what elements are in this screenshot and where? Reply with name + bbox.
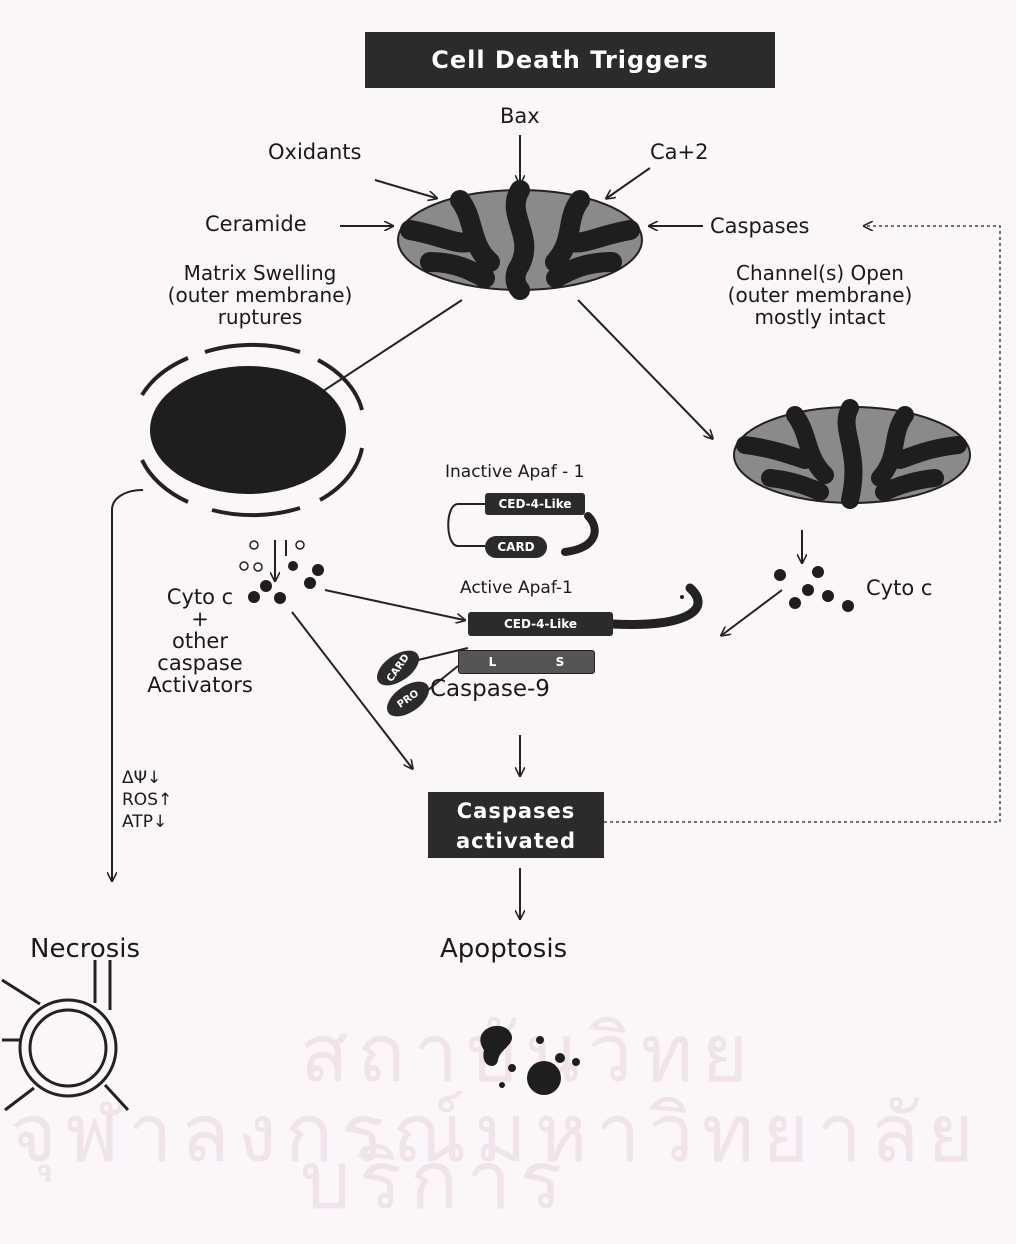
trigger-calcium: Ca+2 [650, 142, 709, 163]
cyto-c-left-line5: Activators [120, 674, 280, 696]
necrotic-cell-icon [2, 960, 128, 1110]
marker-psi: ΔΨ↓ [122, 770, 161, 787]
mitochondrion-swollen [142, 345, 362, 515]
mitochondrion-intact [398, 190, 642, 290]
cyto-c-left-line1: Cyto c [120, 586, 280, 608]
cyto-c-left-label: Cyto c + other caspase Activators [120, 586, 280, 696]
active-apaf-hook [612, 588, 698, 625]
casp9-s: S [556, 655, 565, 669]
arrow-cytoc-to-apaf [325, 590, 464, 620]
caspases-activated-box: Caspases activated [428, 792, 604, 858]
inactive-apaf-hook [565, 516, 595, 552]
calcium-arrow [607, 168, 650, 198]
active-ced4-box: CED-4-Like [468, 612, 613, 636]
outcome-apoptosis: Apoptosis [440, 936, 567, 962]
apoptotic-bodies-icon [480, 1026, 580, 1095]
right-branch-line3: mostly intact [670, 306, 970, 328]
inactive-card-box: CARD [485, 536, 547, 558]
trigger-caspases: Caspases [710, 216, 809, 237]
mitochondrion-right [734, 407, 970, 503]
trigger-bax: Bax [500, 106, 540, 127]
caspase9-label: Caspase-9 [430, 678, 550, 701]
arrow-cytoc-to-caspases [292, 612, 412, 768]
outcome-necrosis: Necrosis [30, 936, 140, 962]
cyto-c-left-line4: caspase [120, 652, 280, 674]
trigger-ceramide: Ceramide [205, 214, 307, 235]
right-branch-line2: outer membrane [735, 283, 904, 307]
trigger-oxidants: Oxidants [268, 142, 361, 163]
caspases-activated-line2: activated [428, 826, 604, 856]
left-branch-line3: ruptures [110, 306, 410, 328]
cyto-c-particles-right [774, 566, 854, 612]
left-branch-line1: Matrix Swelling [110, 262, 410, 284]
title-box: Cell Death Triggers [365, 32, 775, 88]
caspases-activated-line1: Caspases [428, 796, 604, 826]
inactive-apaf-loop [448, 504, 485, 546]
left-branch-line2: outer membrane [175, 283, 344, 307]
right-branch-label: Channel(s) Open (outer membrane) mostly … [670, 262, 970, 328]
marker-atp: ATP↓ [122, 814, 167, 831]
inactive-ced4-box: CED-4-Like [485, 493, 585, 515]
cyto-c-left-line3: other [120, 630, 280, 652]
active-apaf-label: Active Apaf-1 [460, 580, 573, 597]
arrow-right-cytoc-to-apaf [722, 590, 782, 635]
inactive-apaf-label: Inactive Apaf - 1 [445, 464, 584, 481]
casp9-l: L [489, 655, 497, 669]
casp9-bar: L S [458, 650, 595, 674]
cyto-c-left-line2: + [120, 608, 280, 630]
marker-ros: ROS↑ [122, 792, 172, 809]
oxidants-arrow [375, 180, 436, 198]
right-branch-line1: Channel(s) Open [670, 262, 970, 284]
cyto-c-right-label: Cyto c [866, 578, 932, 599]
left-branch-label: Matrix Swelling (outer membrane) rupture… [110, 262, 410, 328]
